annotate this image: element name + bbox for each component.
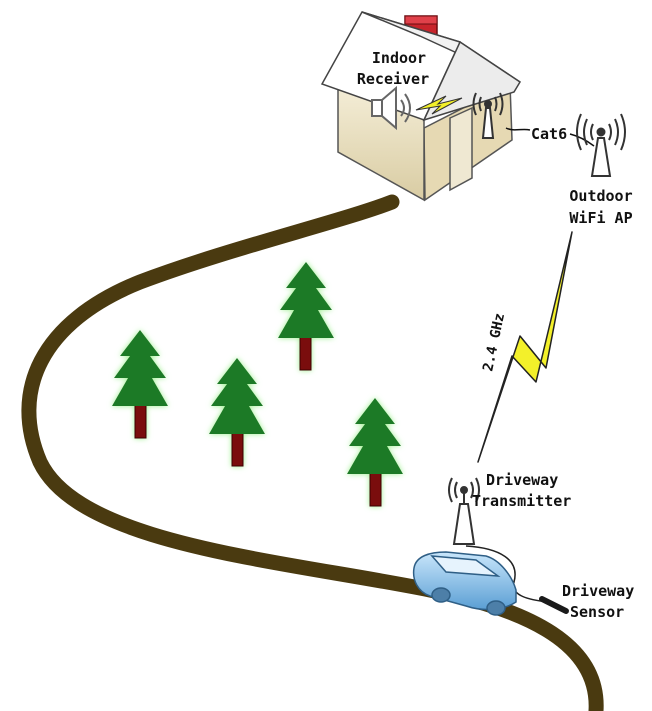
transmitter-label: Driveway Transmitter [472,471,571,510]
transmitter-line1: Driveway [486,471,558,489]
sensor-wire [465,545,549,603]
indoor-receiver-line1: Indoor [372,49,426,67]
lightning-bolt-icon [415,95,463,115]
transmitter-line2: Transmitter [472,492,571,510]
tree-icon [112,330,168,439]
tree-icon [347,398,403,507]
speaker-icon [371,85,411,131]
indoor-receiver-line2: Receiver [357,70,429,88]
sensor-line1: Driveway [562,582,634,600]
tree-icon [278,262,334,371]
tree-icon [209,358,265,467]
antenna-icon [448,477,480,545]
sensor-label: Driveway Sensor [562,582,634,621]
outdoor-ap-line1: Outdoor [569,187,632,205]
outdoor-ap-label: Outdoor WiFi AP [569,187,632,227]
car-icon [412,551,517,616]
cat6-label: Cat6 [531,125,567,143]
indoor-receiver-label: Indoor Receiver [357,49,429,88]
sensor-icon [539,596,569,614]
antenna-icon [472,92,504,139]
cat6-cable [505,127,595,147]
antenna-icon [576,113,626,177]
outdoor-ap-line2: WiFi AP [569,209,632,227]
frequency-label: 2.4 GHz [480,312,508,373]
sensor-line2: Sensor [570,603,624,621]
lightning-bolt-icon [477,231,573,463]
